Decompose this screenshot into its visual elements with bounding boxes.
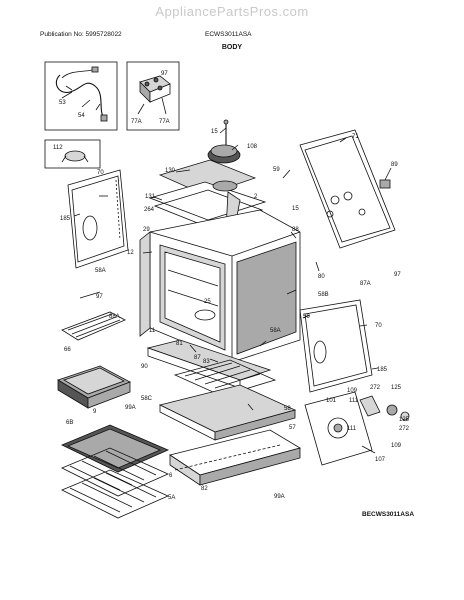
callout-264: 264 (144, 207, 155, 213)
callout-88: 88 (292, 227, 299, 233)
callout-87: 87 (194, 355, 201, 361)
oven-rack-middle (61, 447, 169, 497)
callout-109-b: 109 (391, 443, 402, 449)
callout-53: 53 (59, 100, 66, 106)
callout-111: 111 (349, 398, 359, 404)
callout-58b: 58B (318, 292, 329, 298)
callout-70: 70 (97, 170, 104, 176)
callout-11: 11 (149, 328, 156, 334)
callout-88a: 88A (109, 314, 120, 320)
callout-108: 108 (247, 144, 258, 150)
callout-87a: 87A (360, 281, 371, 287)
drawing-code: BECWS3011ASA (362, 511, 415, 518)
rear-panel (299, 129, 396, 249)
callout-77a: 77A (131, 119, 142, 125)
callout-labels: 53 54 97 77A 77A 112 70 185 130 131 264 … (53, 71, 410, 501)
callout-130: 130 (165, 168, 176, 174)
callout-101: 101 (326, 398, 337, 404)
callout-89: 89 (391, 162, 398, 168)
page-title: BODY (221, 44, 243, 51)
callout-125: 125 (391, 385, 402, 391)
oven-rack-bottom (61, 469, 169, 519)
oven-rack-top (61, 424, 170, 473)
callout-90: 90 (141, 364, 148, 370)
callout-5a: 5A (168, 495, 175, 501)
top-fan-assembly (207, 119, 241, 164)
callout-70-right: 70 (375, 323, 382, 329)
callout-59: 59 (273, 167, 280, 173)
inset-clip (44, 139, 101, 169)
callout-29: 29 (143, 227, 150, 233)
callout-125-b: 125 (399, 417, 410, 423)
callout-6b: 6B (66, 420, 73, 426)
callout-58a: 58A (95, 268, 106, 274)
convection-fan-assembly (304, 391, 410, 466)
callout-109: 109 (347, 388, 358, 394)
callout-25: 25 (204, 299, 211, 305)
callout-2: 2 (254, 194, 258, 200)
callout-71: 71 (352, 134, 359, 140)
callout-97: 97 (161, 71, 168, 77)
broil-pan (57, 365, 131, 409)
callout-58c: 58C (141, 396, 153, 402)
callout-185: 185 (60, 216, 71, 222)
callout-6: 6 (169, 473, 173, 479)
callout-77a-2: 77A (159, 119, 170, 125)
callout-15-b: 15 (292, 206, 299, 212)
broil-element (61, 291, 126, 341)
callout-107: 107 (375, 457, 386, 463)
callout-185-right: 185 (377, 367, 388, 373)
callout-99a: 99A (125, 405, 136, 411)
callout-99a-bottom: 99A (274, 494, 285, 500)
callout-9: 9 (93, 409, 97, 415)
oven-cavity (139, 209, 301, 363)
callout-97-left: 97 (96, 294, 103, 300)
callout-111-b: 111 (347, 426, 357, 432)
callout-80: 80 (318, 274, 325, 280)
callout-58a-center: 58A (270, 328, 281, 334)
callout-97-right: 97 (394, 272, 401, 278)
callout-66: 66 (64, 347, 71, 353)
callout-58: 58 (284, 406, 291, 412)
inset-wire-harness (44, 61, 118, 131)
callout-112: 112 (53, 145, 63, 151)
callout-131: 131 (145, 194, 156, 200)
inset-terminal-block (126, 61, 180, 131)
bottom-tray (158, 384, 297, 441)
callout-54: 54 (78, 113, 85, 119)
callout-57: 57 (289, 425, 296, 431)
callout-12: 12 (127, 250, 134, 256)
bake-element (173, 359, 277, 397)
callout-272: 272 (370, 385, 381, 391)
left-side-panel (67, 169, 129, 269)
leader-lines (65, 85, 392, 454)
top-vent-assembly (148, 159, 267, 231)
callout-15: 15 (211, 129, 218, 135)
callout-56: 56 (303, 314, 310, 320)
bottom-frame (169, 429, 302, 486)
callout-81: 81 (176, 341, 183, 347)
watermark: AppliancePartsPros.com (155, 4, 309, 19)
model-number: ECWS3011ASA (205, 31, 252, 38)
right-side-panel (299, 299, 373, 393)
callout-83: 83 (203, 359, 210, 365)
publication-number: Publication No: 5995728022 (40, 31, 122, 38)
callout-272-b: 272 (399, 426, 410, 432)
callout-82: 82 (201, 486, 208, 492)
